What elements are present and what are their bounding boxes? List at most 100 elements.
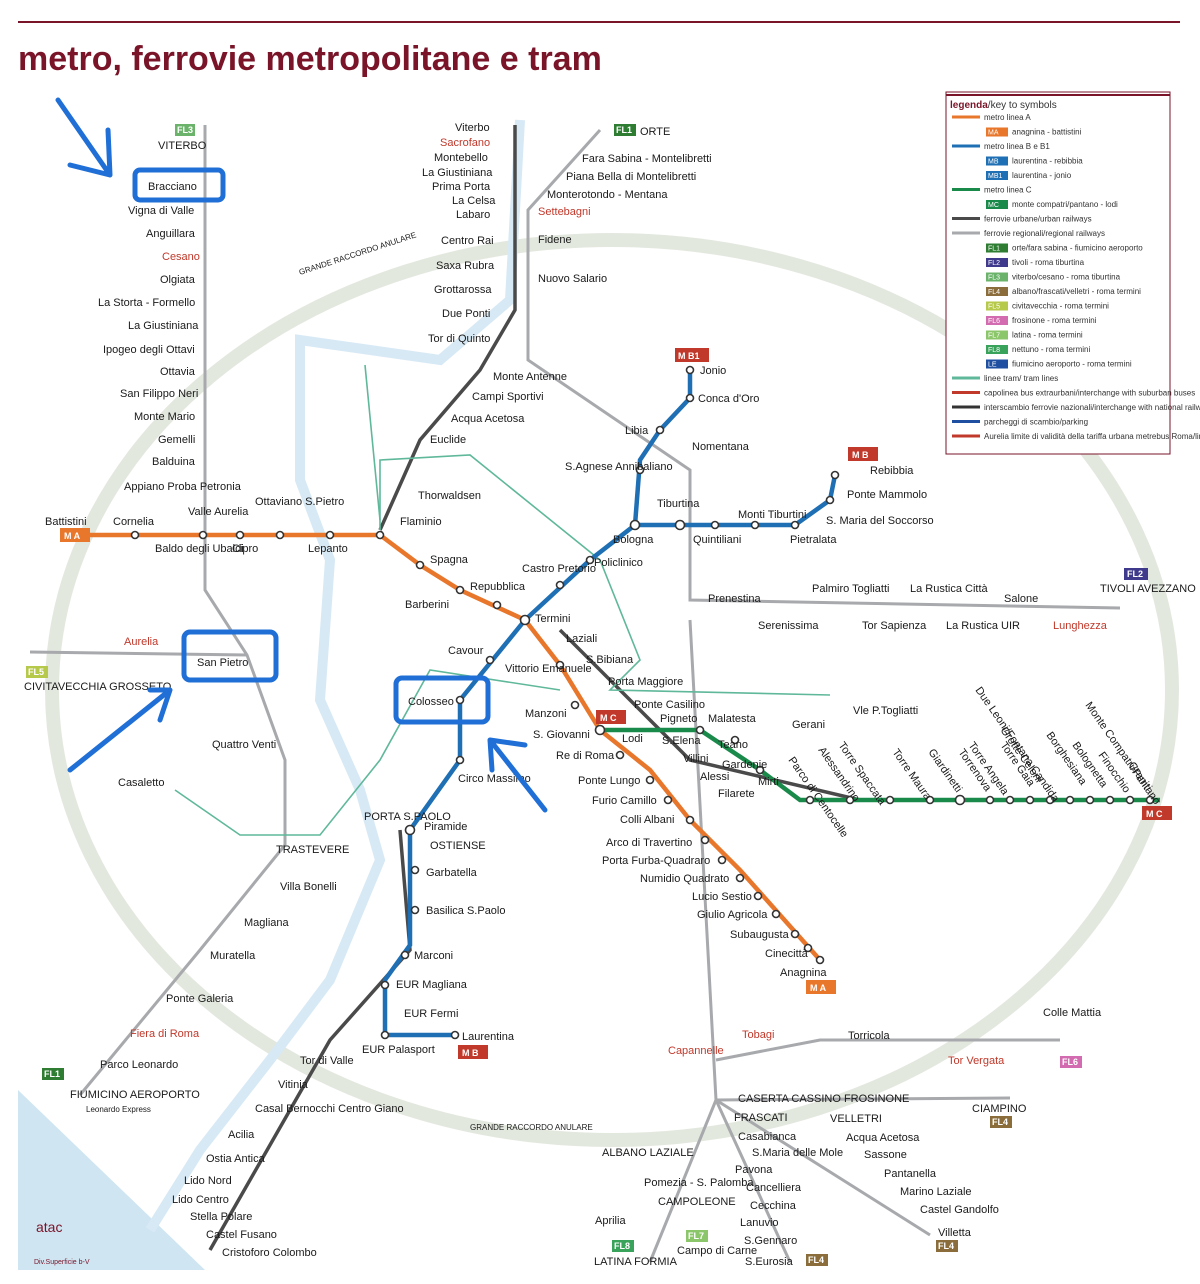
label-policlinico: Policlinico [594, 557, 643, 569]
station-gardenie[interactable] [755, 765, 765, 775]
label-garbatella: Garbatella [426, 867, 478, 879]
station-cavour[interactable] [485, 655, 495, 665]
station-ottaviano[interactable] [275, 530, 285, 540]
station-giardinetti[interactable] [954, 794, 966, 806]
label-monte-mario: Monte Mario [134, 411, 195, 423]
station-torre-spaccata[interactable] [885, 795, 895, 805]
legend-item-label: metro linea C [984, 186, 1032, 195]
label-monte-antenne: Monte Antenne [493, 371, 567, 383]
station-parco-centocelle[interactable] [805, 795, 815, 805]
station-eur-palasport[interactable] [380, 1030, 390, 1040]
station-finocchio[interactable] [1125, 795, 1135, 805]
station-colli-albani[interactable] [685, 815, 695, 825]
station-flaminio[interactable] [375, 530, 385, 540]
station-graniti[interactable] [1145, 795, 1155, 805]
station-spagna[interactable] [415, 560, 425, 570]
station-cinecitta[interactable] [803, 943, 813, 953]
station-furio-camillo[interactable] [663, 795, 673, 805]
station-quintiliani[interactable] [710, 520, 720, 530]
station-circo-massimo[interactable] [455, 755, 465, 765]
station-valle-aurelia[interactable] [198, 530, 208, 540]
station-pigneto[interactable] [695, 725, 705, 735]
legend-item-label: linee tram/ tram lines [984, 374, 1058, 383]
station-arco-di-travertino[interactable] [700, 835, 710, 845]
station-barberini[interactable] [455, 585, 465, 595]
label-piana-bella: Piana Bella di Montelibretti [566, 171, 696, 183]
station-jonio[interactable] [685, 365, 695, 375]
station-cornelia[interactable] [130, 530, 140, 540]
station-libia[interactable] [655, 425, 665, 435]
station-lucio-sestio[interactable] [753, 891, 763, 901]
station-laurentina[interactable] [450, 1030, 460, 1040]
station-castro-pretorio[interactable] [555, 580, 565, 590]
station-torre-angela[interactable] [1005, 795, 1015, 805]
station-torre-gaia[interactable] [1025, 795, 1035, 805]
tram-2-3-19 [379, 454, 831, 696]
tram-8 [174, 669, 561, 836]
station-malatesta[interactable] [730, 735, 740, 745]
station-vittorio-emanuele[interactable] [555, 660, 565, 670]
station-termini[interactable] [519, 614, 531, 626]
label-san-pietro: San Pietro [197, 657, 248, 669]
label-stella-polare: Stella Polare [190, 1211, 252, 1223]
station-alessandrino[interactable] [845, 795, 855, 805]
label-nettuno: LATINA FORMIA [594, 1256, 678, 1268]
station-s-agnese[interactable] [635, 465, 645, 475]
label-alessi: Alessi [700, 771, 729, 783]
station-marconi[interactable] [400, 950, 410, 960]
station-numidio-quadrato[interactable] [735, 873, 745, 883]
label-s-gennaro: Lanuvio [740, 1217, 779, 1229]
station-bolognetta[interactable] [1105, 795, 1115, 805]
station-manzoni[interactable] [570, 700, 580, 710]
station-ponte-lungo[interactable] [645, 775, 655, 785]
station-piramide[interactable] [404, 824, 416, 836]
badge-ma-battistini: M A [64, 531, 81, 541]
station-anagnina[interactable] [815, 955, 825, 965]
legend-badge [986, 200, 1008, 209]
label-prima-porta: Prima Porta [432, 181, 491, 193]
station-san-giovanni[interactable] [594, 724, 606, 736]
legend-item-label: metro linea A [984, 113, 1031, 122]
label-tivoli-avezzano: TIVOLI AVEZZANO [1100, 583, 1196, 595]
label-fara-sabina: Fara Sabina - Montelibretti [582, 153, 712, 165]
annotation-circle-san-pietro [181, 629, 279, 683]
station-tiburtina[interactable] [674, 519, 686, 531]
station-eur-magliana[interactable] [380, 980, 390, 990]
label-jonio: Jonio [700, 365, 726, 377]
legend-item: ferrovie regionali/regional railways [952, 229, 1105, 238]
station-repubblica[interactable] [492, 600, 502, 610]
station-colosseo[interactable] [455, 695, 465, 705]
station-conca-doro[interactable] [685, 393, 695, 403]
station-torre-maura[interactable] [925, 795, 935, 805]
station-due-leoni[interactable] [1065, 795, 1075, 805]
station-basilica-s-paolo[interactable] [410, 905, 420, 915]
legend-badge [986, 272, 1008, 282]
station-policlinico[interactable] [585, 555, 595, 565]
ring-road-label-bottom: GRANDE RACCORDO ANULARE [470, 1123, 593, 1132]
station-monti-tiburtini[interactable] [750, 520, 760, 530]
station-grotte-celoni[interactable] [1045, 795, 1055, 805]
station-bologna[interactable] [629, 519, 641, 531]
station-giulio-agricola[interactable] [771, 909, 781, 919]
label-saxa-rubra: Saxa Rubra [436, 260, 495, 272]
label-basilica-s-paolo: Basilica S.Paolo [426, 905, 506, 917]
rail-roma-viterbo [378, 125, 517, 531]
station-torrenova[interactable] [985, 795, 995, 805]
station-subaugusta[interactable] [790, 929, 800, 939]
label-repubblica: Repubblica [470, 581, 526, 593]
station-rebibbia[interactable] [830, 470, 840, 480]
station-porta-furba[interactable] [717, 855, 727, 865]
station-ponte-mammolo[interactable] [825, 495, 835, 505]
station-garbatella[interactable] [410, 865, 420, 875]
station-cipro[interactable] [235, 530, 245, 540]
legend-badge [986, 345, 1008, 354]
label-acqua-acetosa-n: Acqua Acetosa [451, 413, 525, 425]
station-borghesiana[interactable] [1085, 795, 1095, 805]
station-re-di-roma[interactable] [615, 750, 625, 760]
station-pietralata[interactable] [790, 520, 800, 530]
station-lepanto[interactable] [325, 530, 335, 540]
annotation-arrow-2 [67, 687, 173, 773]
label-libia: Libia [625, 425, 649, 437]
